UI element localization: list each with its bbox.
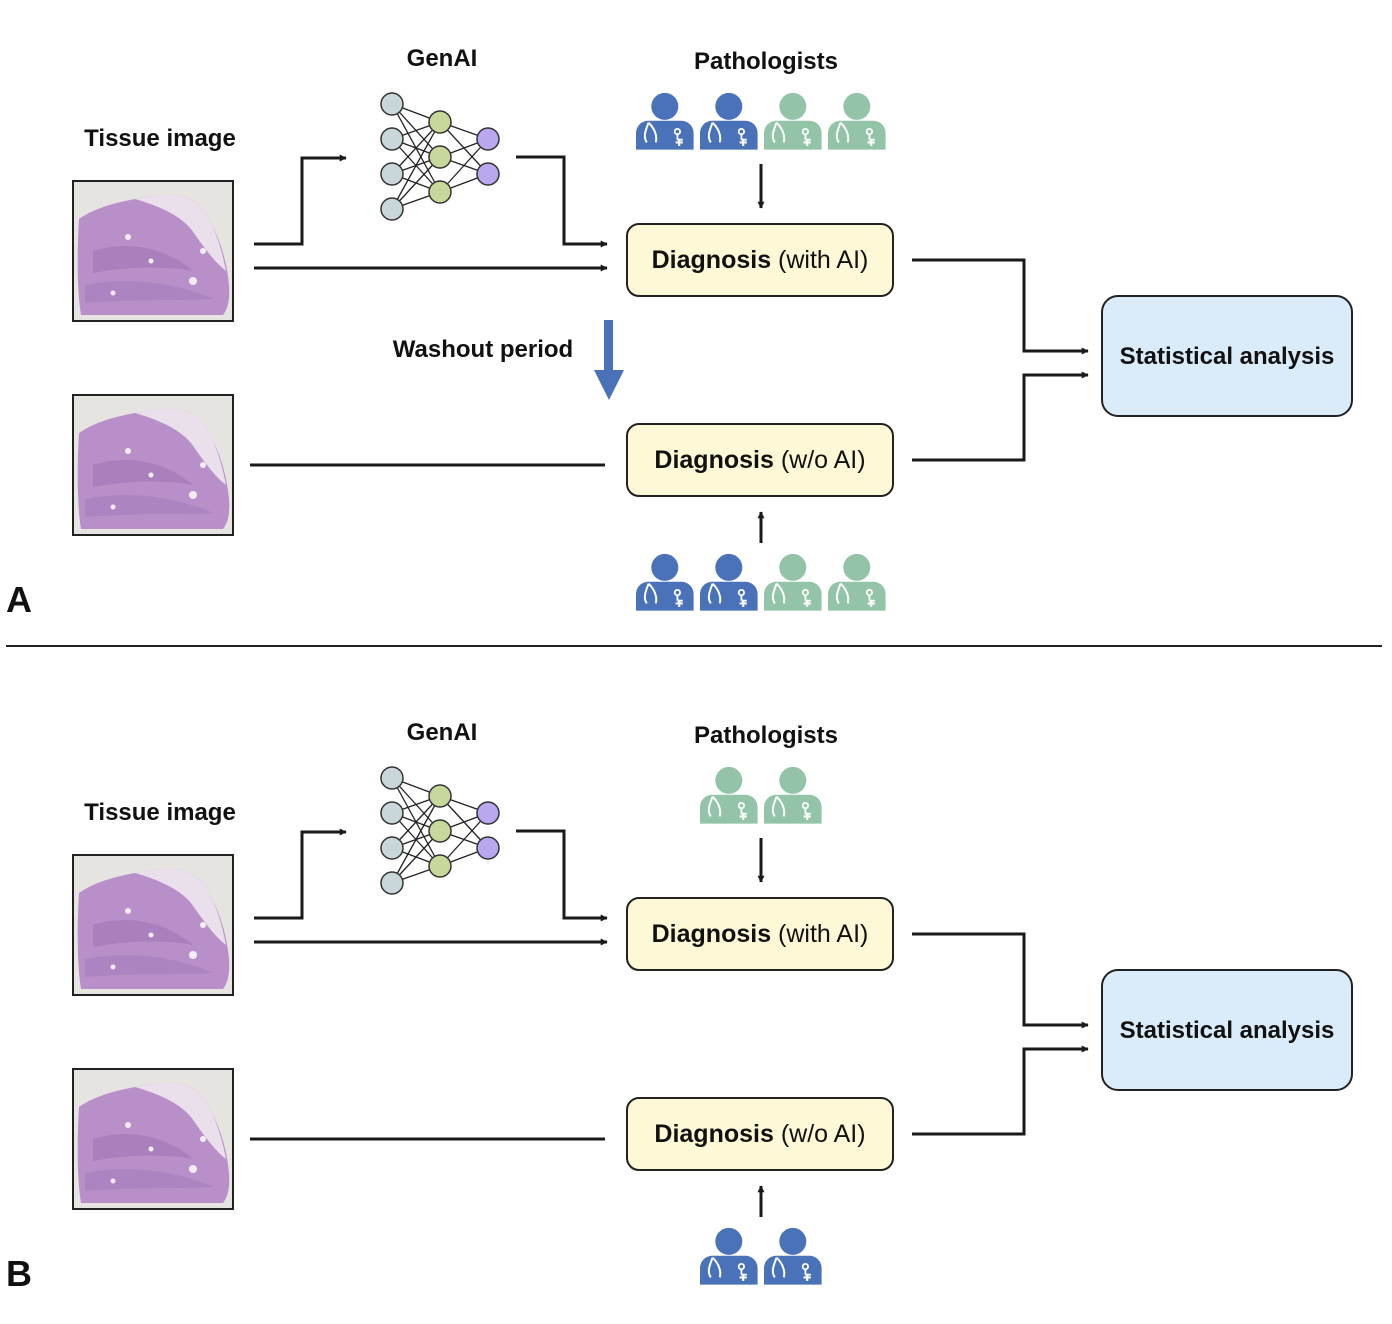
pathologists-label: Pathologists [694,48,838,75]
pathologist-icon [762,1226,823,1286]
tissue-image-label: Tissue image [84,799,236,826]
panel-letter: B [6,1253,32,1294]
panel-letter: A [6,579,32,620]
diagnosis-with-ai-box: Diagnosis (with AI) [626,897,894,971]
pathologist-icon [698,91,759,151]
tissue-image-without-ai [72,394,234,536]
washout-period-label: Washout period [393,336,573,363]
washout-arrow [594,320,624,400]
pathologists-label: Pathologists [694,722,838,749]
pathologist-icon [826,91,887,151]
statistical-analysis-label: Statistical analysis [1120,343,1335,370]
tissue-image-with-ai [72,854,234,996]
diagnosis-without-ai-box-label: Diagnosis (w/o AI) [654,446,865,474]
pathologists-without-ai [634,552,887,612]
diagnosis-with-ai-box-label: Diagnosis (with AI) [652,920,869,948]
pathologist-icon [698,765,759,825]
tissue-image-label: Tissue image [84,125,236,152]
pathologist-icon [698,1226,759,1286]
tissue-image-without-ai [72,1068,234,1210]
genai-label: GenAI [407,45,478,72]
diagnosis-without-ai-box: Diagnosis (w/o AI) [626,1097,894,1171]
genai-network-icon [380,92,500,221]
pathologists-with-ai [634,91,887,151]
diagnosis-with-ai-box-label: Diagnosis (with AI) [652,246,869,274]
genai-label: GenAI [407,719,478,746]
pathologists-with-ai [698,765,823,825]
pathologists-without-ai [698,1226,823,1286]
tissue-image-with-ai [72,180,234,322]
diagnosis-without-ai-box: Diagnosis (w/o AI) [626,423,894,497]
pathologist-icon [762,552,823,612]
connector-lines [250,154,1089,543]
statistical-analysis-box: Statistical analysis [1101,969,1353,1091]
statistical-analysis-label: Statistical analysis [1120,1017,1335,1044]
pathologist-icon [826,552,887,612]
connector-lines [250,828,1089,1217]
genai-network-icon [380,766,500,895]
statistical-analysis-box: Statistical analysis [1101,295,1353,417]
pathologist-icon [634,91,695,151]
pathologist-icon [698,552,759,612]
diagnosis-with-ai-box: Diagnosis (with AI) [626,223,894,297]
pathologist-icon [762,765,823,825]
pathologist-icon [762,91,823,151]
pathologist-icon [634,552,695,612]
diagnosis-without-ai-box-label: Diagnosis (w/o AI) [654,1120,865,1148]
